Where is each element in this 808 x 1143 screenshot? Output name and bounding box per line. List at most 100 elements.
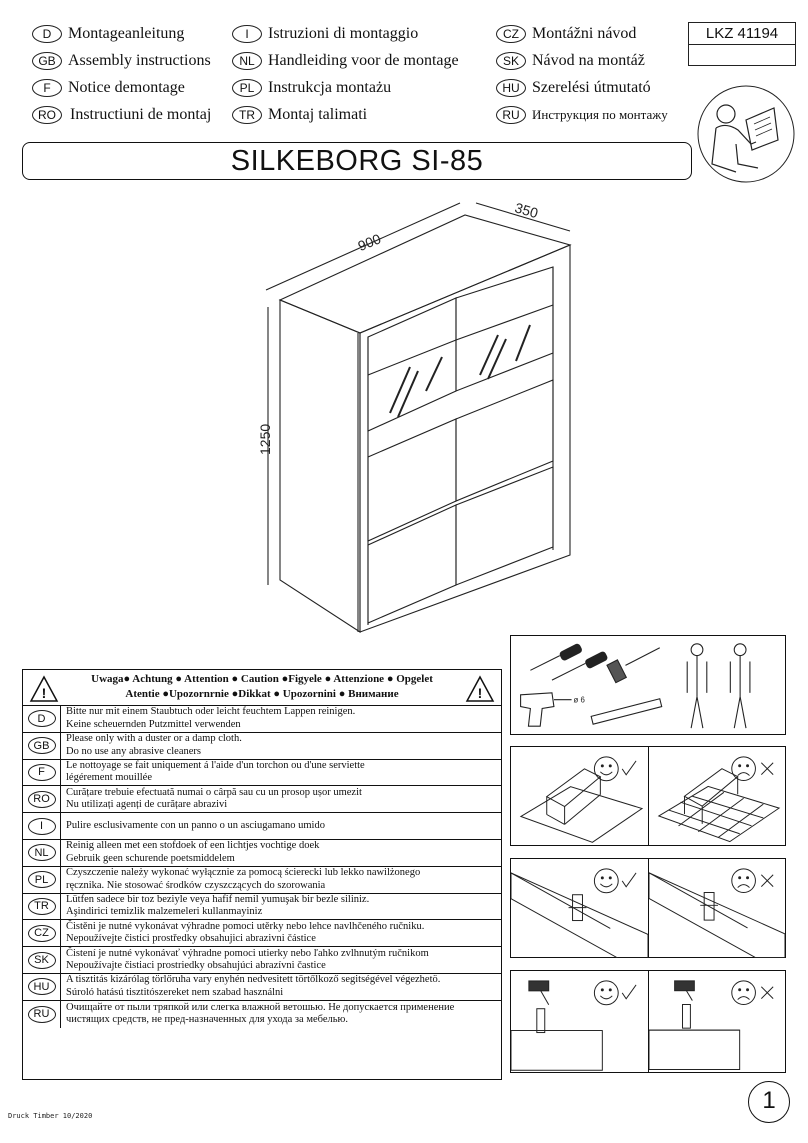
lang-item-f: F Notice demontage [32, 77, 185, 99]
warning-text-line1: Le nottoyage se fait uniquement á l'aide… [66, 759, 365, 771]
warning-row: CZ Čistěni je nutné vykonávat výhradne po… [23, 920, 501, 948]
lang-code-badge: GB [27, 737, 56, 755]
warning-text-line1: Please only with a duster or a damp clot… [66, 733, 242, 745]
warning-text-line2: Nu utilizați agenți de curățare abrazivi [66, 799, 228, 811]
warning-text: Čistení je nutné vykonávať výhradne pomo… [61, 948, 429, 973]
lang-item-ro: RO Instructiuni de montaj [32, 104, 211, 126]
hammer-dowel-panel [510, 970, 786, 1073]
warning-row: GB Please only with a duster or a damp cl… [23, 732, 501, 760]
lang-code-badge: RU [27, 1005, 56, 1023]
lang-label: Montaj talimati [268, 106, 368, 123]
correct-dowel-illustration [511, 868, 648, 959]
lang-code-badge: I [232, 25, 262, 43]
cleaning-warnings-table: ! Uwaga● Achtung ● Attention ● Caution ●… [22, 669, 502, 1080]
warning-text-line1: Czyszczenie należy wykonać wyłącznie za … [66, 867, 421, 879]
lang-code-badge: TR [27, 897, 56, 915]
warning-row: HU A tisztitás kizárólag törlőruha vary e… [23, 973, 501, 1001]
warning-text-line2: Nepoužívejte čistici prostředky obsahuji… [66, 933, 316, 945]
product-code-box: LKZ 41194 [688, 22, 796, 66]
lang-code-badge: I [27, 817, 56, 835]
lang-code-badge: HU [27, 978, 56, 996]
warning-text: A tisztitás kizárólag törlőruha vary eny… [61, 974, 440, 999]
depth-dimension-label: 350 [513, 199, 540, 221]
warning-row: F Le nottoyage se fait uniquement á l'aid… [23, 759, 501, 787]
warning-text-line1: A tisztitás kizárólag törlőruha vary eny… [66, 974, 441, 986]
warning-code-cell: F [23, 759, 61, 786]
warning-code-cell: D [23, 706, 61, 732]
page-title: SILKEBORG SI-85 [22, 142, 692, 180]
lang-code-badge: TR [232, 106, 262, 124]
print-info: Druck Timber 10/2020 [8, 1112, 93, 1120]
lang-item-gb: GB Assembly instructions [32, 50, 211, 72]
lang-code-badge: CZ [27, 924, 56, 942]
dowel-insertion-panel [510, 858, 786, 959]
warning-row: I Pulire esclusivamente con un panno o un… [23, 813, 501, 840]
warning-text-line1: Čistěni je nutné vykonávat výhradne pomo… [66, 920, 425, 932]
warning-text-line2: Gebruik geen schurende poetsmiddelem [66, 852, 235, 864]
lang-item-ru: RU Инструкция по монтажу [496, 104, 668, 126]
warning-text-line1: Čistení je nutné vykonávať výhradne pomo… [66, 947, 429, 959]
warning-row: PL Czyszczenie należy wykonać wyłącznie z… [23, 866, 501, 894]
warning-text-line2: Aşindirici temizlik malzemeleri kullanma… [66, 906, 263, 918]
warning-text-line2: légérement mouillée [66, 772, 153, 784]
lang-code-badge: RU [496, 106, 526, 124]
drill-bit-label: ø 6 [574, 696, 586, 705]
lang-code-badge: PL [27, 871, 56, 889]
warning-row: RU Очищайте от пыли тряпкой или слегка вл… [23, 1000, 501, 1028]
warning-text: Очищайте от пыли тряпкой или слегка влаж… [61, 1002, 454, 1027]
lang-code-badge: F [32, 79, 62, 97]
tools-panel: ø 6 [510, 635, 786, 735]
lang-label: Istruzioni di montaggio [268, 25, 419, 42]
warning-text: Czyszczenie należy wykonać wyłącznie za … [61, 867, 420, 892]
svg-text:!: ! [42, 685, 47, 701]
warning-code-cell: SK [23, 947, 61, 973]
lang-label: Návod na montáž [532, 52, 645, 69]
lang-label: Handleiding voor de montage [268, 52, 459, 69]
reading-instructions-icon [697, 85, 795, 183]
warning-text: Pulire esclusivamente con un panno o un … [61, 820, 325, 833]
warning-code-cell: PL [23, 866, 61, 893]
warning-code-cell: CZ [23, 920, 61, 947]
lang-label: Notice demontage [68, 79, 185, 96]
lang-code-badge: NL [27, 844, 56, 862]
lang-code-badge: F [27, 763, 56, 781]
warning-text-line1: Pulire esclusivamente con un panno o un … [66, 819, 325, 831]
correct-soft-surface-illustration [519, 756, 644, 843]
lang-code-badge: RO [27, 790, 56, 808]
warning-text: Bitte nur mit einem Staubtuch oder leich… [61, 706, 355, 731]
lang-item-cz: CZ Montážni návod [496, 23, 636, 45]
warning-code-cell: TR [23, 893, 61, 920]
warning-code-cell: I [23, 813, 61, 839]
lang-item-tr: TR Montaj talimati [232, 104, 367, 126]
warning-text-line1: Очищайте от пыли тряпкой или слегка влаж… [66, 1001, 455, 1013]
lang-label: Szerelési útmutató [532, 79, 651, 96]
lang-code-badge: D [32, 25, 62, 43]
warning-text-line2: Keine scheuernden Putzmittel verwenden [66, 718, 241, 730]
assembly-surface-panel [510, 746, 786, 846]
lang-label: Instructiuni de montaj [70, 106, 212, 123]
lang-code-badge: HU [496, 79, 526, 97]
warning-code-cell: GB [23, 732, 61, 759]
warning-text-line2: Súroló hatású tisztitószereket nem szaba… [66, 986, 284, 998]
lang-label: Montážni návod [532, 25, 637, 42]
lang-code-badge: D [27, 710, 56, 728]
lang-code-badge: SK [496, 52, 526, 70]
warning-code-cell: HU [23, 973, 61, 1000]
page-number: 1 [748, 1081, 790, 1123]
warning-text-line2: ręcznika. Nie stosować środków czyszcząc… [66, 879, 326, 891]
lang-label: Инструкция по монтажу [532, 107, 668, 122]
warning-text: Le nottoyage se fait uniquement á l'aide… [61, 760, 365, 785]
lang-label: Instrukcja montażu [268, 79, 392, 96]
warning-text-line1: Curățare trebuie efectuată numai o cârpă… [66, 786, 362, 798]
language-list: D Montageanleitung GB Assembly instructi… [22, 22, 692, 130]
warning-code-cell: RO [23, 786, 61, 813]
warning-text: Lütfen sadece bir toz beziyle veya hafif… [61, 894, 369, 919]
warning-text-line1: Bitte nur mit einem Staubtuch oder leich… [66, 706, 356, 718]
warnings-rows: D Bitte nur mit einem Staubtuch oder leic… [23, 706, 501, 1028]
warning-row: RO Curățare trebuie efectuată numai o câr… [23, 786, 501, 814]
width-dimension-label: 900 [356, 230, 384, 254]
lang-item-nl: NL Handleiding voor de montage [232, 50, 459, 72]
warnings-header-line2: Atentie ●Upozornrnie ●Dikkat ● Upozornin… [125, 688, 399, 700]
incorrect-hard-surface-illustration [648, 747, 781, 846]
